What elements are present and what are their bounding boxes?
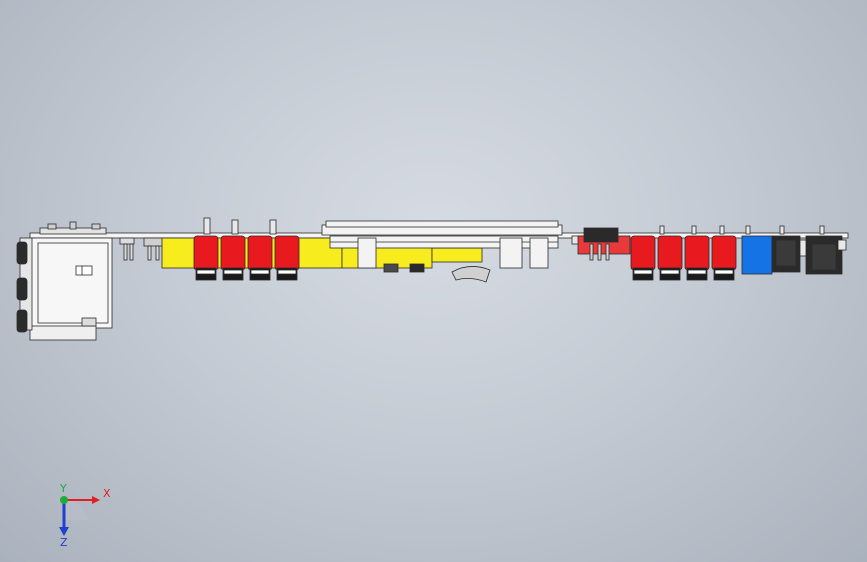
z-axis-arrow-icon xyxy=(59,500,69,536)
red-connector xyxy=(657,235,683,281)
red-connector xyxy=(220,235,246,281)
axis-triad: X Y Z xyxy=(59,482,111,549)
x-axis-arrow-icon xyxy=(64,496,100,504)
y-axis-label: Y xyxy=(59,482,67,495)
red-connector xyxy=(711,235,737,281)
right-black-connectors xyxy=(771,235,847,275)
x-axis-label: X xyxy=(103,487,111,500)
left-socket-module xyxy=(16,221,113,341)
red-connector xyxy=(247,235,273,281)
left-red-connector-row xyxy=(193,235,300,281)
right-pin-header xyxy=(571,227,631,261)
red-connector xyxy=(193,235,219,281)
red-connector xyxy=(684,235,710,281)
y-axis-dot-icon xyxy=(60,496,68,504)
z-axis-label: Z xyxy=(60,536,68,549)
top-pins xyxy=(659,225,825,235)
center-module xyxy=(203,217,563,283)
red-connector xyxy=(630,235,656,281)
triad-shadow xyxy=(64,499,88,520)
blue-block xyxy=(741,235,773,275)
right-red-connector-row xyxy=(630,235,737,281)
pcb-assembly xyxy=(16,217,849,341)
red-connector xyxy=(274,235,300,281)
